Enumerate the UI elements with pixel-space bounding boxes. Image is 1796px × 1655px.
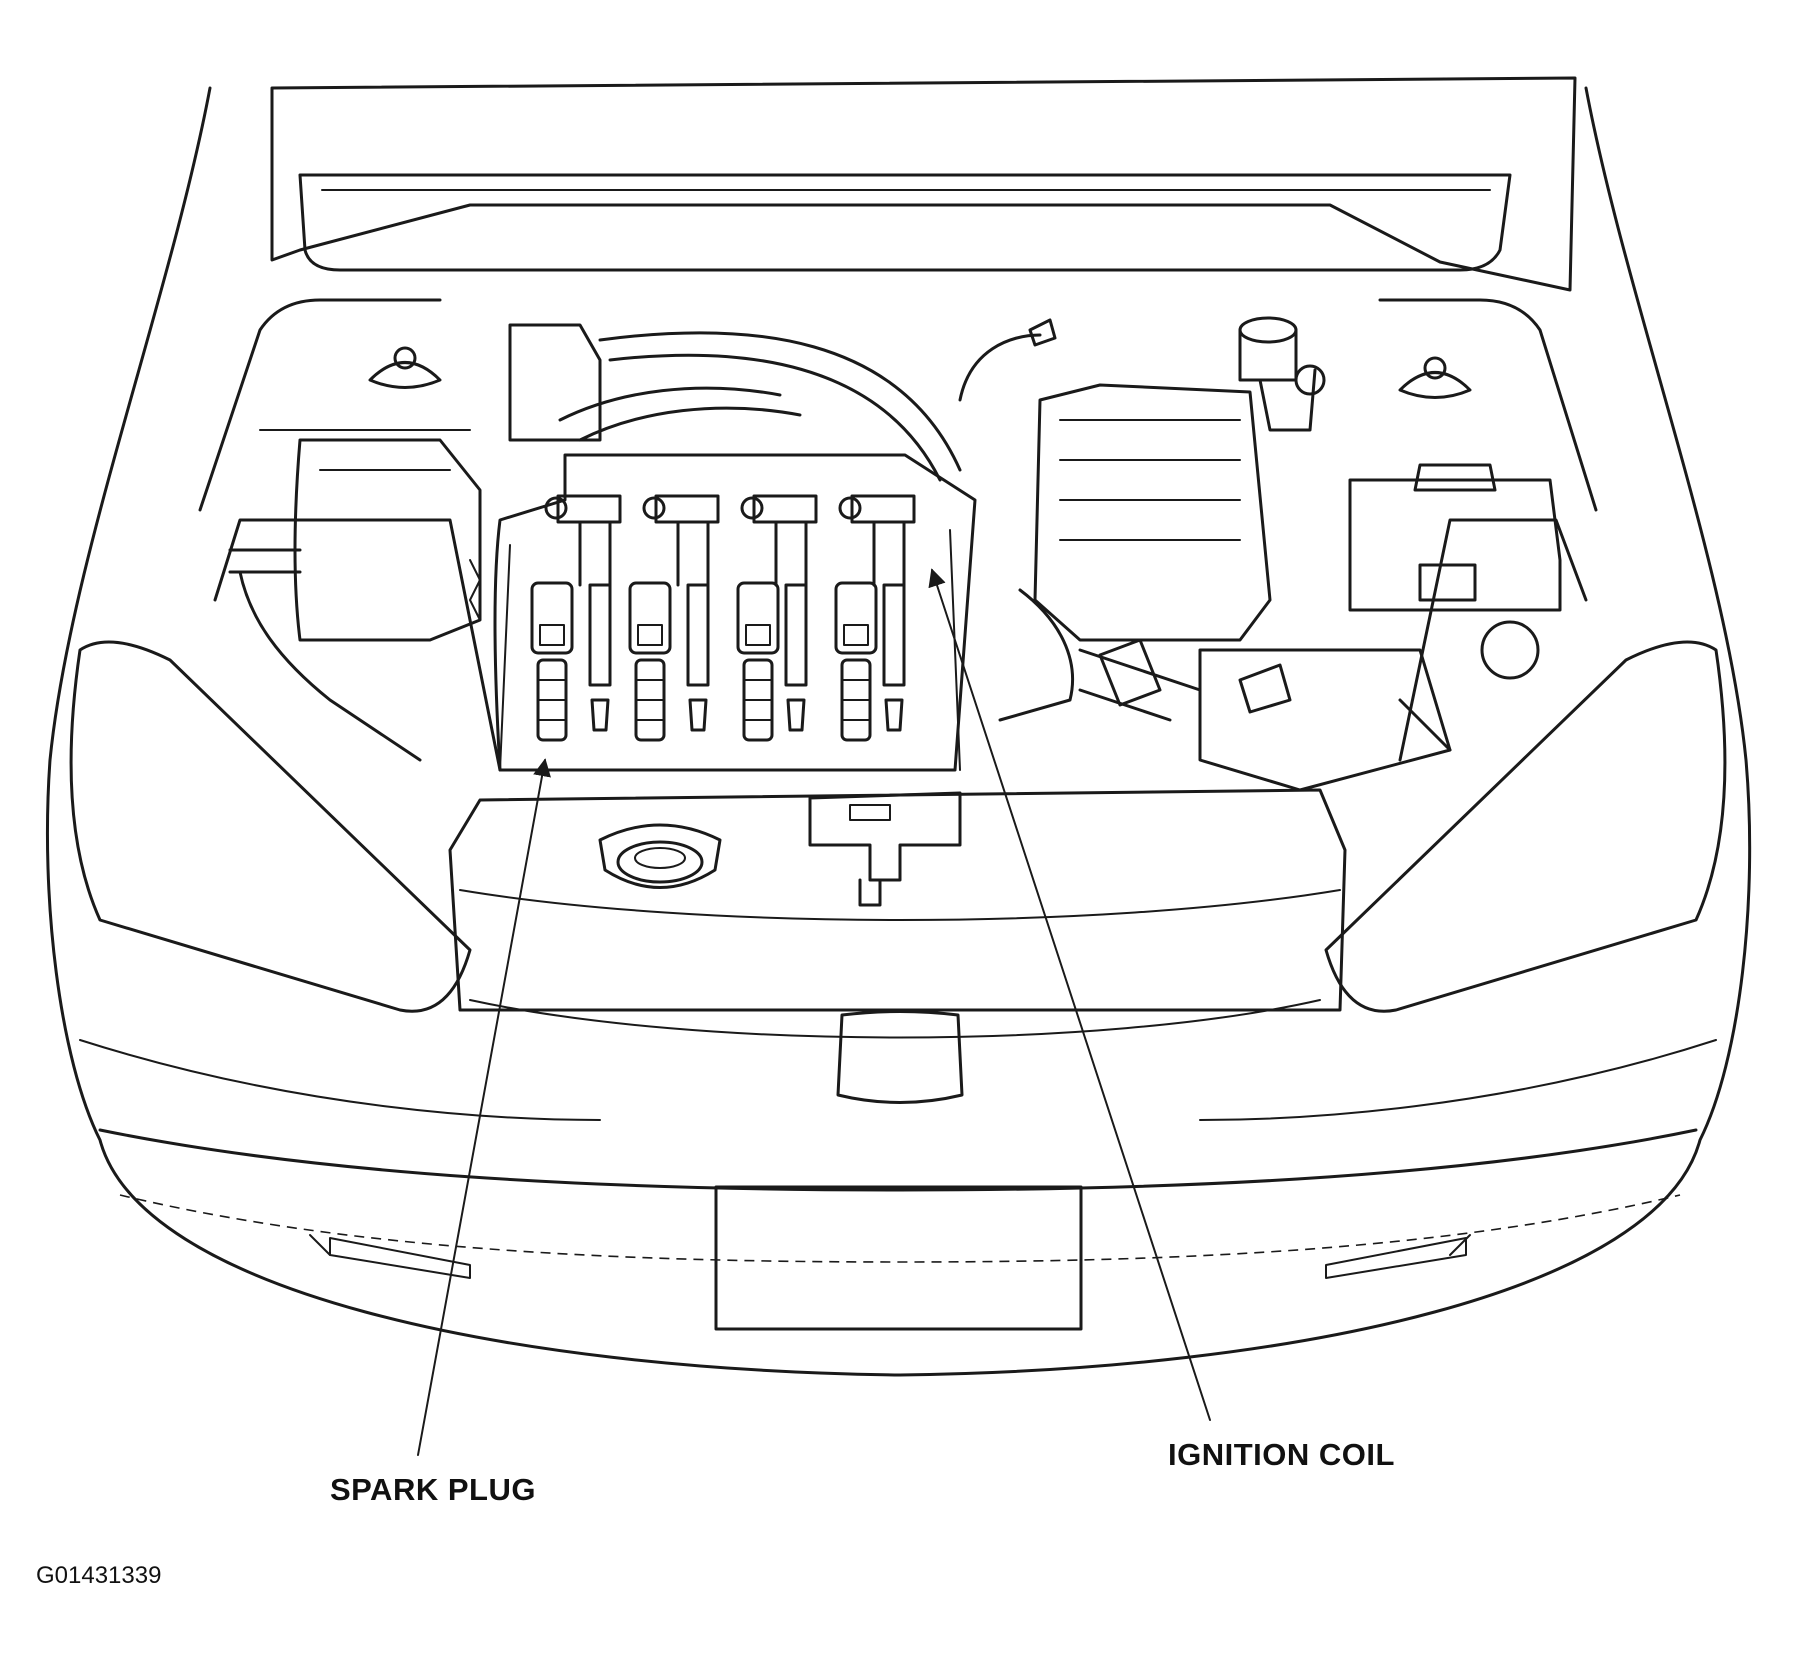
spark-plug-1 (530, 581, 574, 742)
car-body-outline (45, 86, 1752, 1377)
license-plate (714, 1185, 1083, 1331)
headlight-left (69, 640, 472, 1013)
spark-plug-label: SPARK PLUG (330, 1472, 536, 1507)
headlight-right (1324, 640, 1727, 1013)
fog-light-right (1325, 1237, 1467, 1279)
fluid-reservoir (1238, 316, 1326, 432)
spark-plug-3 (736, 581, 780, 742)
spark-plug-2 (628, 581, 672, 742)
right-battery (1198, 463, 1562, 792)
front-grille (79, 999, 1717, 1121)
ignition-coil-2 (642, 494, 720, 732)
spark-plug-leader-line (417, 758, 551, 1456)
figure-code: G01431339 (36, 1562, 162, 1589)
strut-tower-right (1398, 356, 1472, 399)
fog-light-left (329, 1237, 471, 1279)
left-fender-wall (198, 298, 502, 772)
honda-emblem (836, 1010, 964, 1104)
spark-plug-4 (834, 581, 878, 742)
right-fender-wall (1378, 298, 1598, 762)
hood-outline (270, 76, 1577, 292)
left-fuse-box (228, 438, 482, 762)
strut-tower-left (368, 346, 442, 389)
ignition-coil-label: IGNITION COIL (1168, 1437, 1395, 1472)
ignition-coil-1 (544, 494, 622, 732)
air-cleaner-box (998, 383, 1272, 722)
ignition-coil-3 (740, 494, 818, 732)
radiator-cap (598, 823, 722, 889)
radiator-support (448, 788, 1347, 1012)
ignition-coil-leader-line (928, 568, 1211, 1421)
ignition-coil-4 (838, 494, 916, 732)
engine-hoses (508, 318, 1057, 482)
engine-cover (493, 453, 977, 772)
hood-latch (808, 791, 962, 907)
